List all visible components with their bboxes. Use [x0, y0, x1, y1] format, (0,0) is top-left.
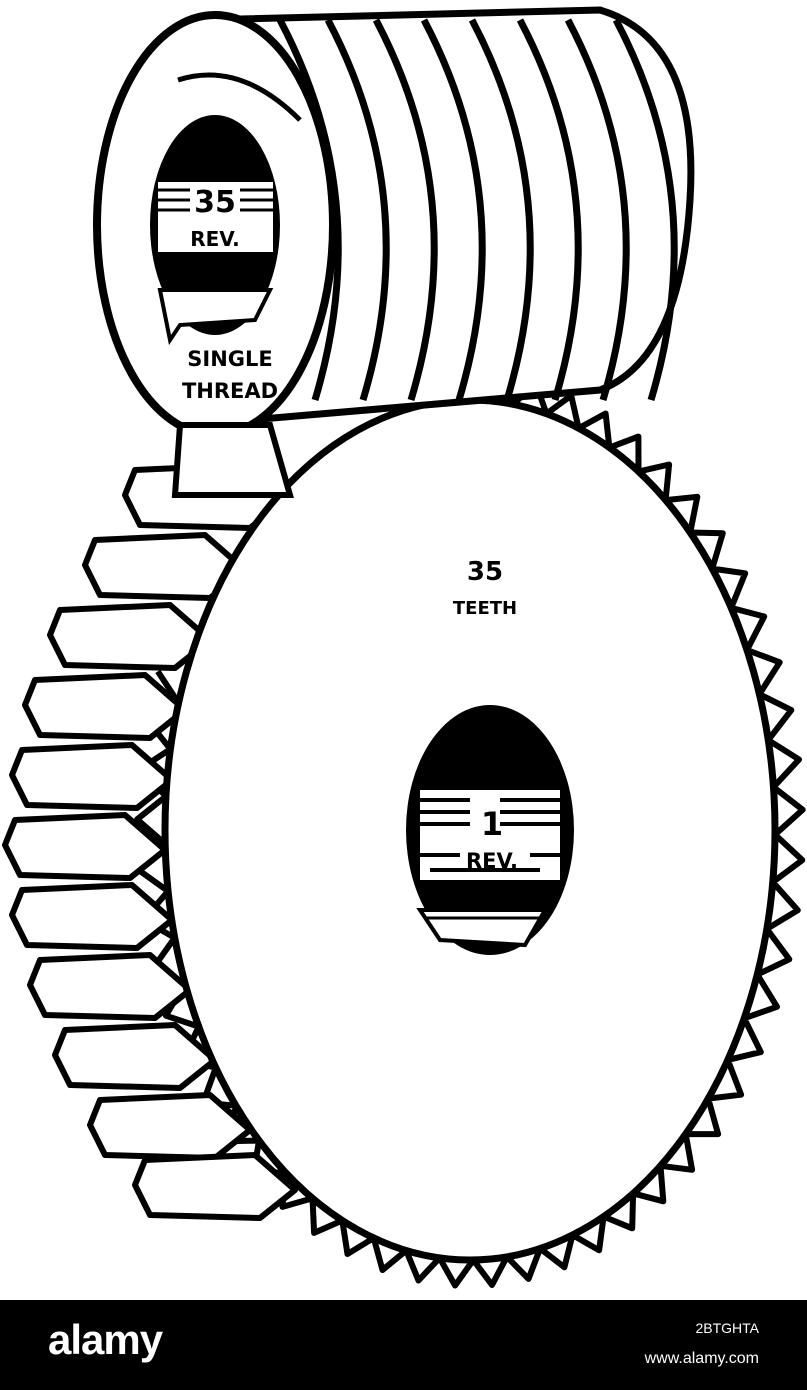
rim-tooth: [132, 1152, 298, 1221]
gear-teeth-label: TEETH: [453, 598, 517, 619]
rim-tooth: [9, 882, 175, 951]
rim-tooth: [52, 1022, 218, 1091]
rim-tooth: [27, 952, 193, 1021]
wheel-bore: [406, 705, 574, 955]
worm-thread: [324, 18, 390, 402]
worm-revs-number: 35: [194, 185, 236, 220]
rim-tooth: [2, 812, 168, 881]
site-url: www.alamy.com: [644, 1350, 759, 1367]
alamy-logo: alamy: [48, 1316, 163, 1363]
worm-wheel: [2, 379, 806, 1289]
worm-gear-illustration: 35 REV. SINGLE THREAD 35 TEETH 1 REV.: [2, 6, 806, 1289]
gear-teeth-outline: [134, 379, 806, 1289]
worm-screw: [93, 6, 695, 498]
worm-thread: [564, 18, 630, 402]
thread-label-line2: THREAD: [182, 379, 278, 403]
image-id: 2BTGHTA: [695, 1320, 759, 1336]
watermark-banner: alamy 2BTGHTA www.alamy.com: [0, 1300, 807, 1390]
gear-revs-unit: REV.: [466, 849, 518, 873]
worm-thread: [372, 18, 438, 402]
worm-thread: [516, 18, 582, 402]
worm-bore: [150, 115, 280, 346]
rim-tooth: [9, 742, 175, 811]
rim-tooth: [22, 672, 188, 741]
worm-revs-unit: REV.: [190, 227, 240, 251]
gear-teeth-number: 35: [467, 557, 503, 587]
thread-label-line1: SINGLE: [187, 347, 272, 371]
gear-revs-number: 1: [481, 805, 503, 843]
worm-thread: [468, 18, 534, 402]
worm-thread: [612, 18, 678, 402]
worm-thread: [420, 18, 486, 402]
rim-tooth: [47, 602, 213, 671]
